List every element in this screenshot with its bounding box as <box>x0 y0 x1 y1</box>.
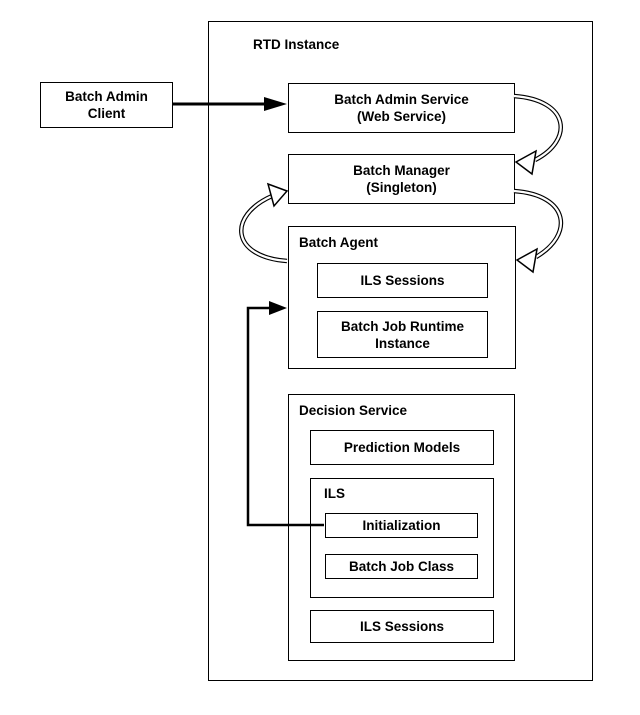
node-label-line: Client <box>87 106 126 121</box>
container-title: Decision Service <box>299 403 408 418</box>
node-initialization: Initialization <box>325 513 478 538</box>
container-rtd-instance: RTD Instance Batch Admin Service (Web Se… <box>208 21 593 681</box>
node-label-line: Batch Admin <box>65 89 148 104</box>
container-batch-agent: Batch Agent ILS Sessions Batch Job Runti… <box>288 226 516 369</box>
node-label-line: ILS Sessions <box>360 273 445 288</box>
node-label-line: (Web Service) <box>356 109 447 124</box>
node-ils-sessions-decision-service: ILS Sessions <box>310 610 494 643</box>
node-label-line: (Singleton) <box>366 180 437 195</box>
node-label-line: Initialization <box>362 518 441 533</box>
node-batch-job-runtime-instance: Batch Job Runtime Instance <box>317 311 488 358</box>
node-ils-sessions-agent: ILS Sessions <box>317 263 488 298</box>
node-batch-manager: Batch Manager (Singleton) <box>288 154 515 204</box>
node-label-line: Batch Job Runtime <box>340 318 464 334</box>
node-label-line: Batch Admin Service <box>334 92 469 107</box>
node-label-line: Batch Manager <box>353 163 450 178</box>
node-label-line: Batch Job Class <box>348 559 455 574</box>
node-batch-job-class: Batch Job Class <box>325 554 478 579</box>
node-label-line: ILS Sessions <box>359 619 445 634</box>
container-title: ILS <box>324 486 346 501</box>
node-prediction-models: Prediction Models <box>310 430 494 465</box>
container-title: RTD Instance <box>253 37 340 52</box>
container-decision-service: Decision Service Prediction Models ILS I… <box>288 394 515 661</box>
node-batch-admin-client: Batch Admin Client <box>40 82 173 128</box>
container-title: Batch Agent <box>299 235 379 250</box>
container-ils: ILS Initialization Batch Job Class <box>310 478 494 598</box>
node-batch-admin-service: Batch Admin Service (Web Service) <box>288 83 515 133</box>
node-label-line: Prediction Models <box>343 440 461 455</box>
node-label-line: Instance <box>375 335 430 351</box>
